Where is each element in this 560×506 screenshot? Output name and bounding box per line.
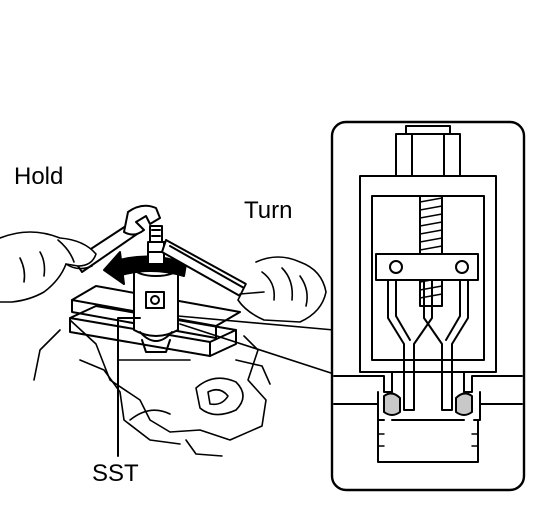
detail-callout [330,120,526,492]
sst-leader-line [117,317,141,457]
detail-seal-area [333,371,523,463]
zoom-leader-lines [117,315,335,375]
label-hold: Hold [14,163,64,190]
engine-block [33,319,271,457]
label-turn: Turn [244,197,293,224]
right-hand [237,256,327,323]
turn-arrow [103,251,187,285]
detail-fork-legs [387,279,469,411]
detail-cross-bar [375,253,479,281]
label-sst: SST [92,460,139,487]
detail-housing [359,175,497,373]
left-assembly [0,204,335,457]
sst-spindle [147,225,165,265]
left-hand [0,231,97,303]
